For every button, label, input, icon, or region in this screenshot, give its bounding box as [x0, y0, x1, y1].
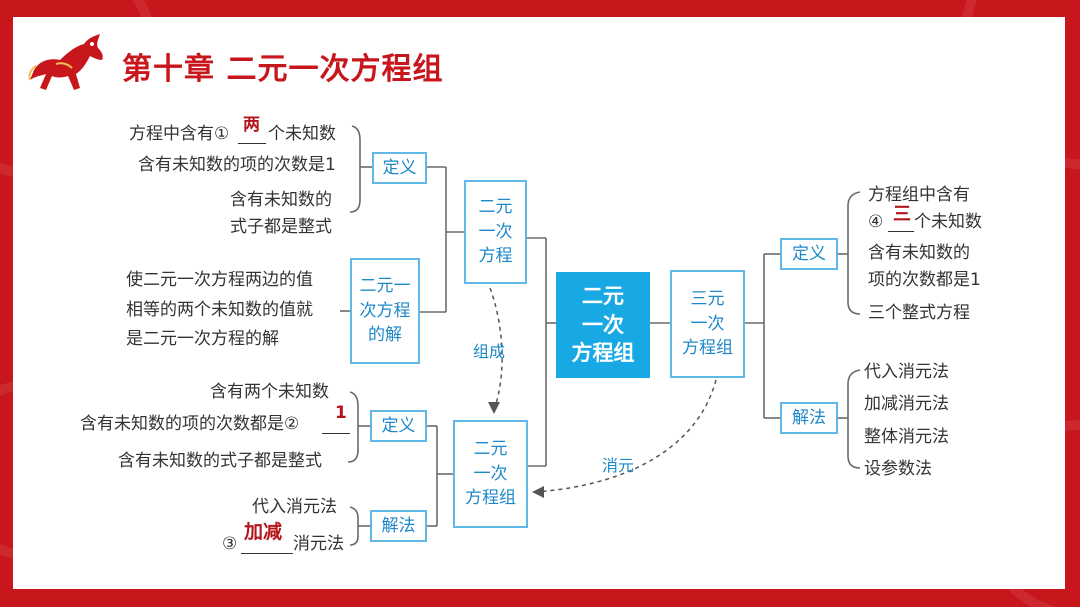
answer-1: 两 — [243, 117, 260, 134]
solution-box: 二元一 次方程 的解 — [350, 258, 420, 364]
system-box: 二元 一次 方程组 — [453, 420, 528, 528]
method-right-item: 代入消元法 — [864, 364, 949, 381]
method-right-item: 整体消元法 — [864, 429, 949, 446]
def-top-line1-pre: 方程中含有① — [129, 126, 229, 143]
def-bottom-line2: 含有未知数的项的次数都是② — [80, 416, 299, 433]
def-right-line4: 项的次数都是1 — [868, 272, 981, 289]
method-right-item: 设参数法 — [864, 461, 932, 478]
solution-line1: 使二元一次方程两边的值 — [126, 272, 313, 289]
def-top-line2: 含有未知数的项的次数是1 — [138, 157, 336, 174]
def-bottom-line3: 含有未知数的式子都是整式 — [118, 453, 322, 470]
eliminate-label: 消元 — [602, 458, 634, 474]
method-bottom-line2-post: 消元法 — [293, 536, 344, 553]
method-bottom-line2-pre: ③ — [222, 536, 237, 553]
ternary-system-box: 三元 一次 方程组 — [670, 270, 745, 378]
def-bottom-line1: 含有两个未知数 — [210, 384, 329, 401]
def-top-line1-post: 个未知数 — [268, 126, 336, 143]
def-top-line3a: 含有未知数的 — [230, 192, 332, 209]
def-right-line3: 含有未知数的 — [868, 245, 970, 262]
method-box-right: 解法 — [780, 402, 838, 434]
def-right-line1: 方程组中含有 — [868, 187, 970, 204]
equation-box: 二元 一次 方程 — [464, 180, 527, 284]
definition-box-top: 定义 — [372, 152, 427, 184]
method-right-item: 加减消元法 — [864, 396, 949, 413]
def-right-line2-post: 个未知数 — [914, 214, 982, 231]
def-right-line2-pre: ④ — [868, 214, 883, 231]
definition-box-right: 定义 — [780, 238, 838, 270]
answer-3: 加减 — [244, 523, 282, 542]
method-bottom-line1: 代入消元法 — [252, 499, 337, 516]
method-box-bottom: 解法 — [370, 510, 427, 542]
compose-label: 组成 — [473, 344, 505, 360]
def-top-line3b: 式子都是整式 — [230, 219, 332, 236]
answer-2: 1 — [335, 405, 347, 422]
solution-line2: 相等的两个未知数的值就 — [126, 302, 313, 319]
def-right-line5: 三个整式方程 — [868, 305, 970, 322]
solution-line3: 是二元一次方程的解 — [126, 331, 279, 348]
answer-4: 三 — [893, 206, 911, 224]
center-box: 二元 一次 方程组 — [556, 272, 650, 378]
definition-box-bottom: 定义 — [370, 410, 427, 442]
